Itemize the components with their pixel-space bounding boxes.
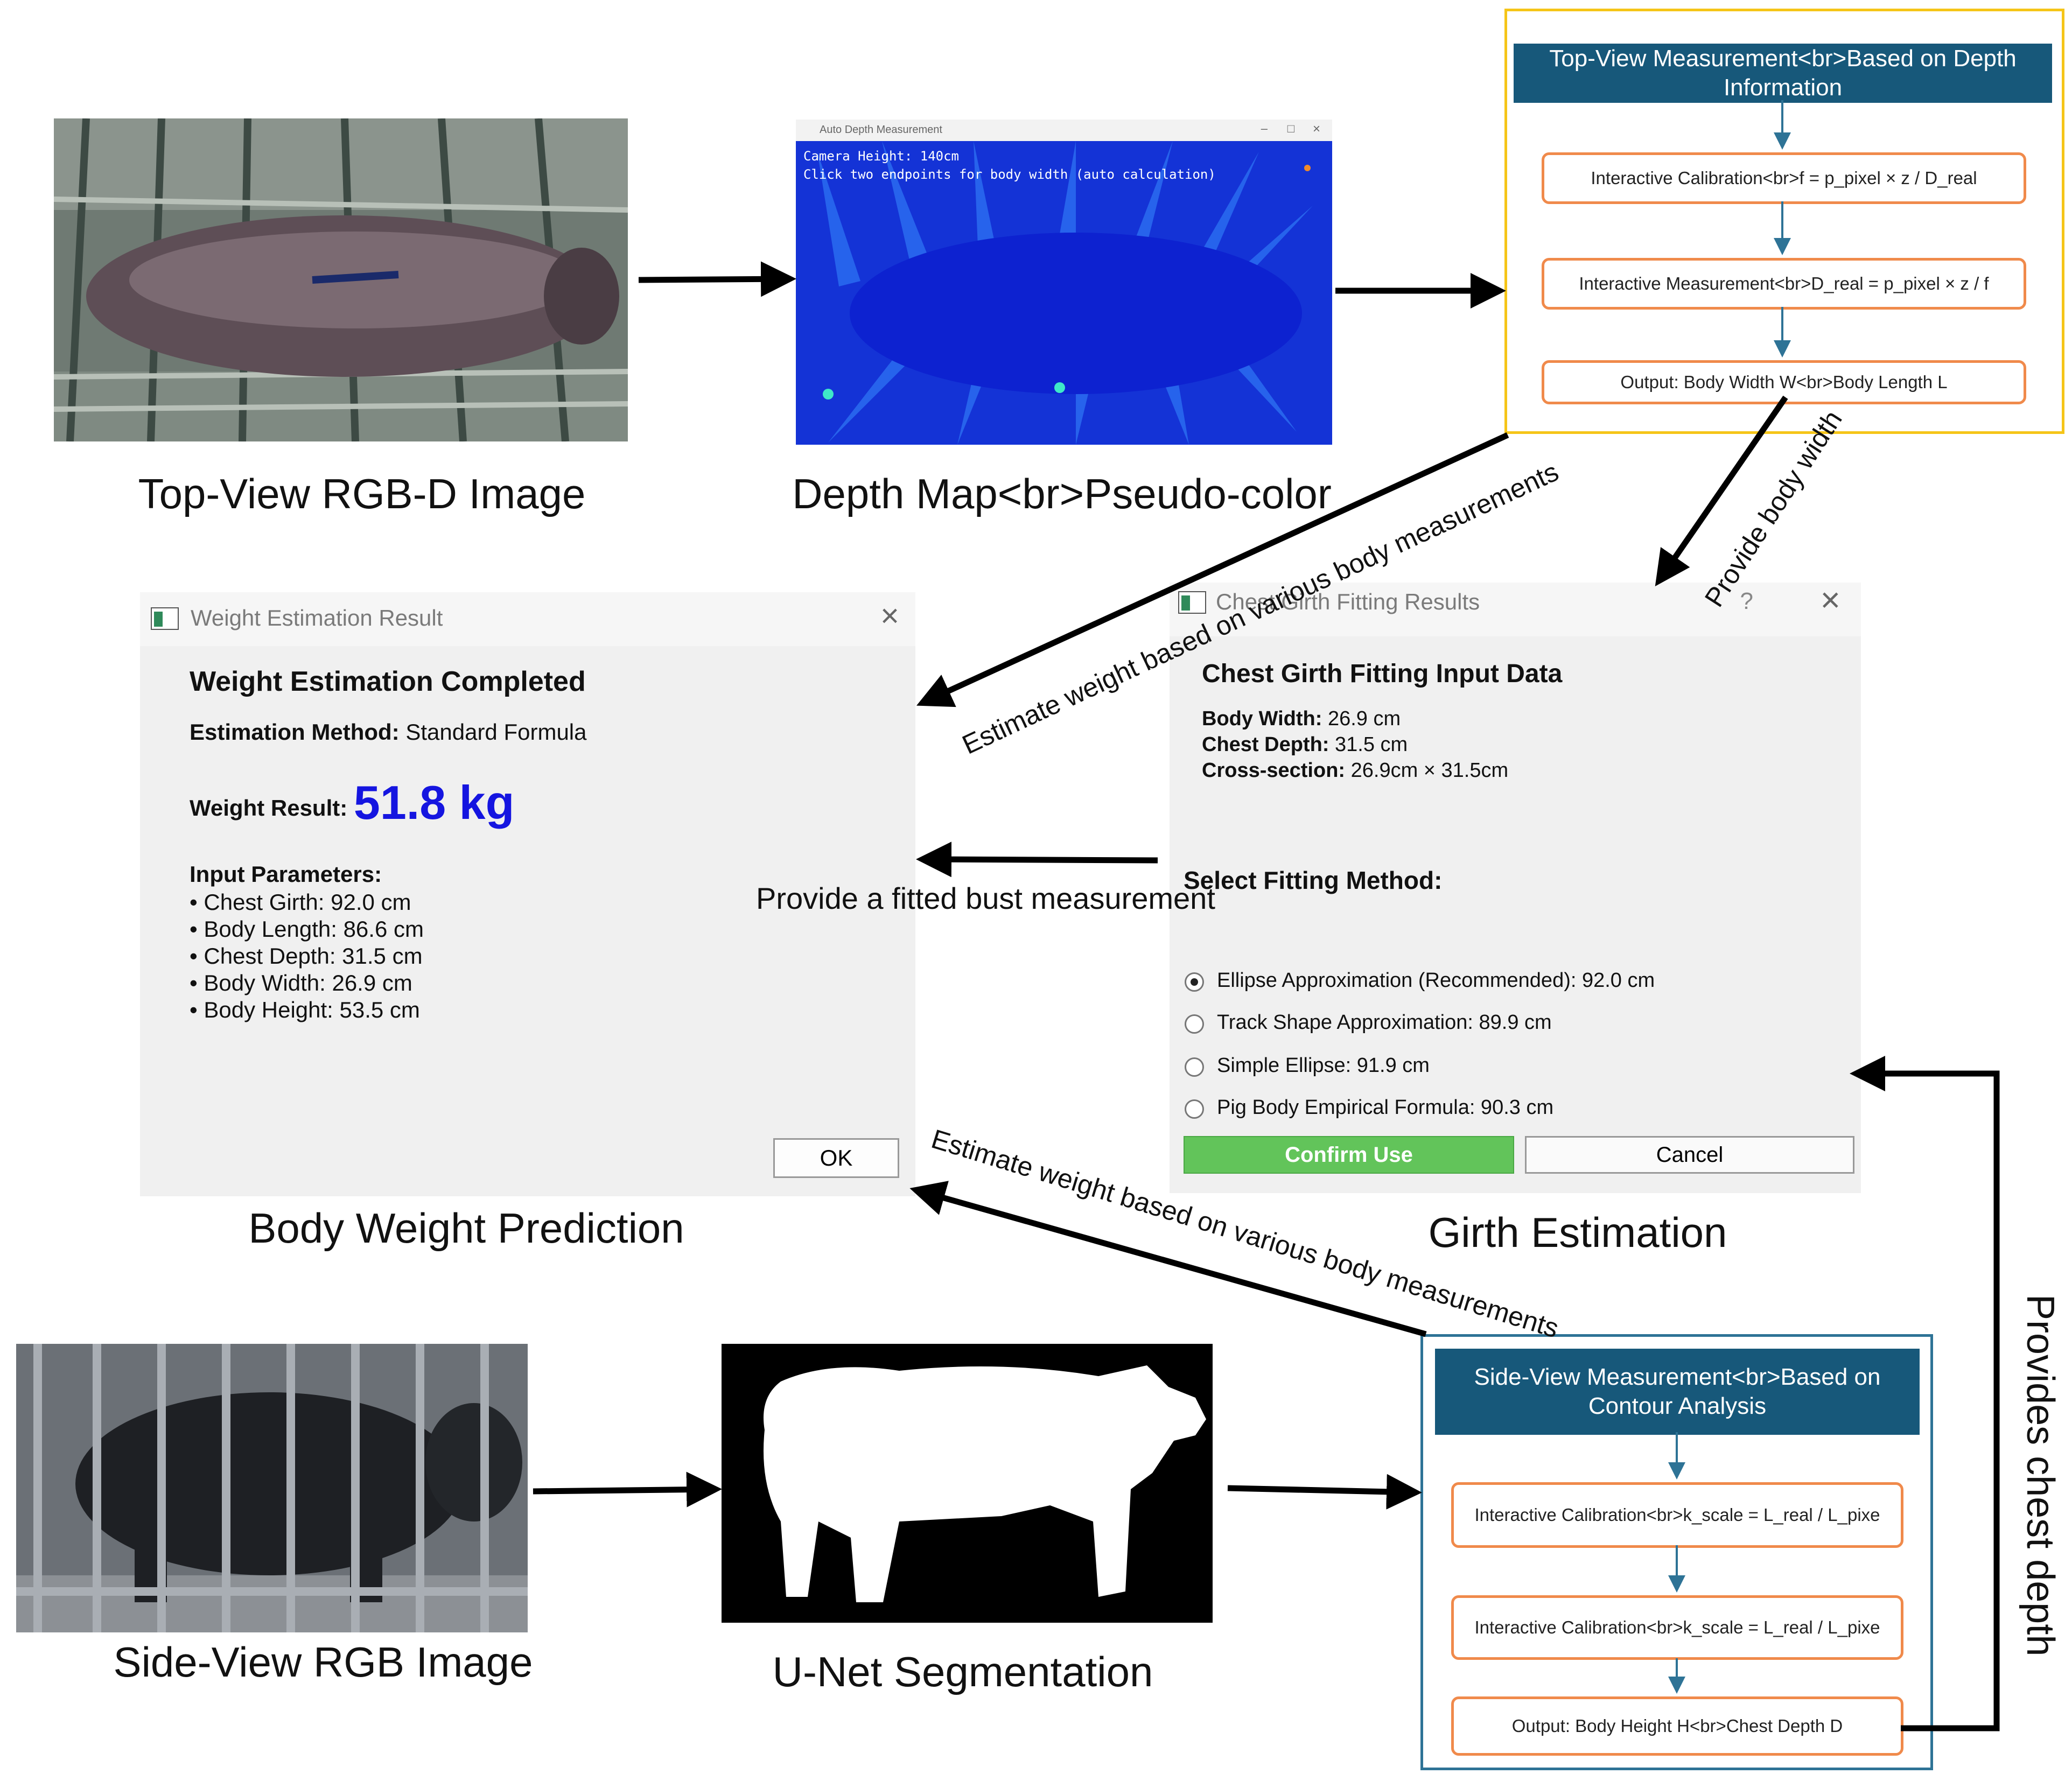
radio-empirical-formula[interactable] [1185, 1099, 1204, 1119]
radio-track-shape[interactable] [1185, 1014, 1204, 1034]
help-icon[interactable]: ? [1740, 588, 1753, 614]
ok-button[interactable]: OK [773, 1138, 899, 1178]
param-body-width: • Body Width: 26.9 cm [190, 970, 412, 995]
radio-simple-ellipse[interactable] [1185, 1057, 1204, 1077]
estimation-method-row: Estimation Method: Standard Formula [190, 719, 587, 745]
option-simple-ellipse[interactable]: Simple Ellipse: 91.9 cm [1217, 1054, 1430, 1077]
top-flow-step-2: Interactive Measurement<br>D_real = p_pi… [1542, 258, 2026, 310]
arrow-unet-to-sideflow [1227, 1474, 1422, 1510]
weight-dialog-title: Weight Estimation Result [191, 605, 443, 630]
top-flow-step-3: Output: Body Width W<br>Body Length L [1542, 360, 2026, 404]
param-body-length: • Body Length: 86.6 cm [190, 916, 424, 942]
app-window-icon [151, 607, 179, 630]
depth-window-title: Auto Depth Measurement [820, 124, 942, 136]
label-provide-bust: Provide a fitted bust measurement [756, 881, 1215, 915]
depth-window-titlebar: Auto Depth Measurement – □ × [796, 120, 1332, 141]
girth-input-body-width: Body Width: 26.9 cm [1202, 707, 1401, 731]
chest-girth-dialog: Chest Girth Fitting Results ? × Chest Gi… [1170, 583, 1861, 1193]
arrow-sidephoto-to-unet [533, 1471, 722, 1507]
minimize-icon[interactable]: – [1261, 122, 1268, 135]
fitting-method-heading: Select Fitting Method: [1184, 866, 1443, 894]
side-view-rgb-photo [16, 1344, 528, 1632]
caption-weight-prediction: Body Weight Prediction [248, 1204, 684, 1252]
option-track-shape[interactable]: Track Shape Approximation: 89.9 cm [1217, 1011, 1552, 1034]
input-label: Chest Depth: [1202, 733, 1329, 756]
app-window-icon [1178, 591, 1206, 614]
top-view-pig-image [54, 118, 628, 441]
confirm-use-button[interactable]: Confirm Use [1184, 1136, 1514, 1174]
girth-input-cross-section: Cross-section: 26.9cm × 31.5cm [1202, 759, 1508, 782]
caption-depth-map: Depth Map<br>Pseudo-color [792, 470, 1332, 517]
param-body-height: • Body Height: 53.5 cm [190, 997, 420, 1022]
weight-result-value: 51.8 kg [353, 776, 515, 829]
girth-input-chest-depth: Chest Depth: 31.5 cm [1202, 733, 1408, 756]
option-empirical-formula[interactable]: Pig Body Empirical Formula: 90.3 cm [1217, 1096, 1554, 1119]
depth-instruction: Click two endpoints for body width (auto… [803, 167, 1216, 182]
side-flow-header: Side-View Measurement<br>Based on Contou… [1435, 1349, 1920, 1435]
top-flow-step-1: Interactive Calibration<br>f = p_pixel ×… [1542, 152, 2026, 204]
maximize-icon[interactable]: □ [1287, 122, 1294, 135]
weight-result-row: Weight Result: 51.8 kg [190, 775, 514, 830]
side-flow-step-2: Interactive Calibration<br>k_scale = L_r… [1451, 1595, 1903, 1660]
weight-result-label: Weight Result: [190, 795, 348, 821]
top-flow-header: Top-View Measurement<br>Based on Depth I… [1514, 44, 2052, 103]
input-label: Body Width: [1202, 707, 1322, 730]
caption-top-view-rgbd: Top-View RGB-D Image [138, 470, 586, 517]
input-parameters-heading: Input Parameters: [190, 861, 382, 887]
weight-dialog-titlebar: Weight Estimation Result × [140, 592, 915, 646]
arrow-photo-to-depth [638, 261, 796, 297]
side-flow-step-1: Interactive Calibration<br>k_scale = L_r… [1451, 1482, 1903, 1548]
close-icon[interactable]: × [1820, 580, 1840, 619]
side-flow-step-3: Output: Body Height H<br>Chest Depth D [1451, 1696, 1903, 1756]
girth-input-heading: Chest Girth Fitting Input Data [1202, 660, 1563, 688]
estimation-method-value: Standard Formula [399, 719, 587, 745]
input-value: 26.9cm × 31.5cm [1345, 759, 1509, 782]
weight-estimation-dialog: Weight Estimation Result × Weight Estima… [140, 592, 915, 1196]
close-icon[interactable]: × [1312, 122, 1320, 136]
param-chest-depth: • Chest Depth: 31.5 cm [190, 943, 423, 969]
arrow-girth-to-weight [916, 842, 1158, 878]
label-chest-depth: Provides chest depth [2019, 1294, 2062, 1657]
param-chest-girth: • Chest Girth: 92.0 cm [190, 889, 411, 915]
top-view-rgbd-photo [54, 118, 628, 441]
input-label: Cross-section: [1202, 759, 1346, 782]
estimation-method-label: Estimation Method: [190, 719, 400, 745]
radio-ellipse-approximation[interactable] [1185, 972, 1204, 992]
input-value: 26.9 cm [1322, 707, 1401, 730]
input-value: 31.5 cm [1329, 733, 1408, 756]
unet-segmentation-mask [722, 1344, 1213, 1623]
caption-girth-estimation: Girth Estimation [1428, 1209, 1727, 1256]
depth-pseudo-color-image [796, 141, 1332, 445]
side-view-pig-image [16, 1344, 528, 1632]
top-view-flow: Top-View Measurement<br>Based on Depth I… [1504, 9, 2064, 434]
camera-height-readout: Camera Height: 140cm [803, 149, 959, 164]
close-icon[interactable]: × [880, 598, 899, 634]
caption-unet: U-Net Segmentation [772, 1648, 1153, 1695]
option-ellipse-approximation[interactable]: Ellipse Approximation (Recommended): 92.… [1217, 969, 1655, 992]
weight-dialog-heading: Weight Estimation Completed [190, 666, 586, 697]
caption-side-view-rgb: Side-View RGB Image [113, 1638, 533, 1686]
side-view-flow: Side-View Measurement<br>Based on Contou… [1420, 1334, 1933, 1770]
pig-silhouette-mask [722, 1344, 1213, 1623]
depth-map-window: Auto Depth Measurement – □ × Camera Heig… [796, 120, 1332, 445]
cancel-button[interactable]: Cancel [1525, 1136, 1854, 1174]
